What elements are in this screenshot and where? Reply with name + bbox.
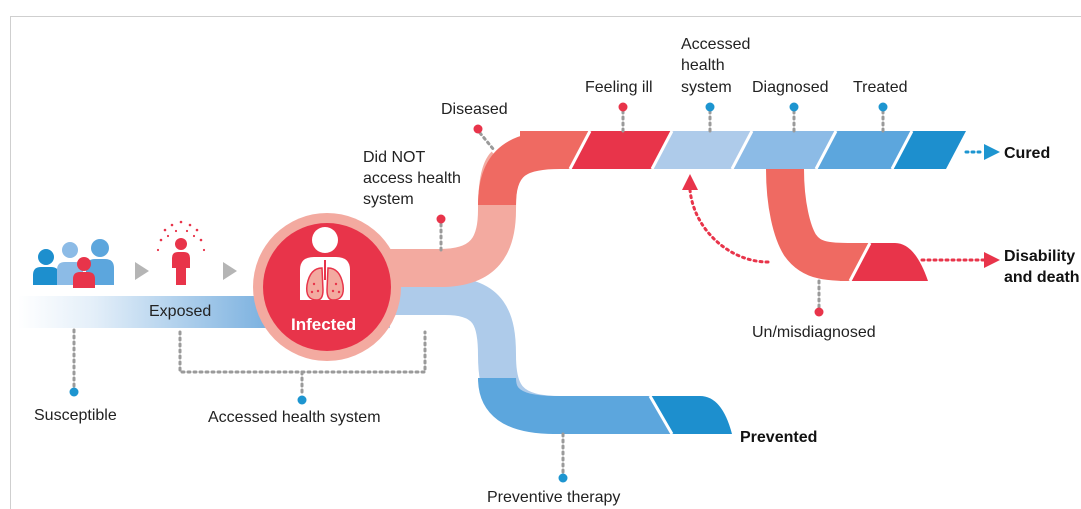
diagnosed-label: Diagnosed [752, 79, 829, 96]
frame-top-border [10, 16, 1081, 17]
treated-label: Treated [853, 79, 908, 96]
disability-line2: and death [1004, 269, 1080, 286]
feeling-ill-bar [570, 131, 672, 169]
prevented-label: Prevented [740, 429, 818, 446]
did-not-access-line3: system [363, 191, 414, 208]
dotted-connectors [72, 109, 885, 477]
did-not-access-line2: access health [363, 170, 461, 187]
undiagnosed-bar-divider [848, 242, 872, 282]
undiagnosed-pathway-curve [766, 168, 861, 281]
accessed-bar [652, 131, 752, 169]
undiagnosed-bar [840, 243, 870, 281]
milestone-dots [69, 102, 888, 483]
prevented-bar-divider [648, 395, 674, 435]
susceptible-label: Susceptible [34, 407, 117, 424]
accessed-top-line2: health [681, 57, 725, 74]
accessed-health-system-label: Accessed health system [208, 409, 381, 426]
prevented-bar-end [650, 396, 732, 434]
accessed-top-line1: Accessed [681, 36, 751, 53]
exposed-person-icon [156, 220, 206, 285]
return-arrow-icon [682, 174, 698, 190]
accessed-top-line3: system [681, 79, 732, 96]
arrow-right-icon [223, 262, 237, 280]
arrow-right-icon [135, 262, 149, 280]
infected-person-lungs-icon [300, 227, 350, 301]
cured-arrow-icon [984, 144, 1000, 160]
un-misdiagnosed-label: Un/misdiagnosed [752, 324, 876, 341]
diseased-label: Diseased [441, 101, 508, 118]
feeling-ill-label: Feeling ill [585, 79, 653, 96]
did-not-access-line1: Did NOT [363, 149, 426, 166]
prevented-bar-mid [552, 396, 672, 434]
frame-left-border [10, 16, 11, 509]
return-arrow-curve [688, 188, 770, 264]
people-group-icon [33, 239, 114, 288]
exposed-label: Exposed [149, 303, 212, 320]
diseased-bar [520, 131, 590, 169]
disability-bar-end [850, 243, 928, 281]
prevented-pathway-curve-lower [478, 376, 556, 434]
cured-bar-end [892, 131, 966, 169]
treated-bar [816, 131, 912, 169]
disability-line1: Disability [1004, 248, 1076, 265]
upper-bar-dividers [568, 130, 914, 170]
disability-arrow-icon [984, 252, 1000, 268]
preventive-therapy-label: Preventive therapy [487, 489, 621, 506]
infected-label: Infected [291, 315, 357, 334]
diagnosed-bar [732, 131, 836, 169]
cured-label: Cured [1004, 145, 1051, 162]
